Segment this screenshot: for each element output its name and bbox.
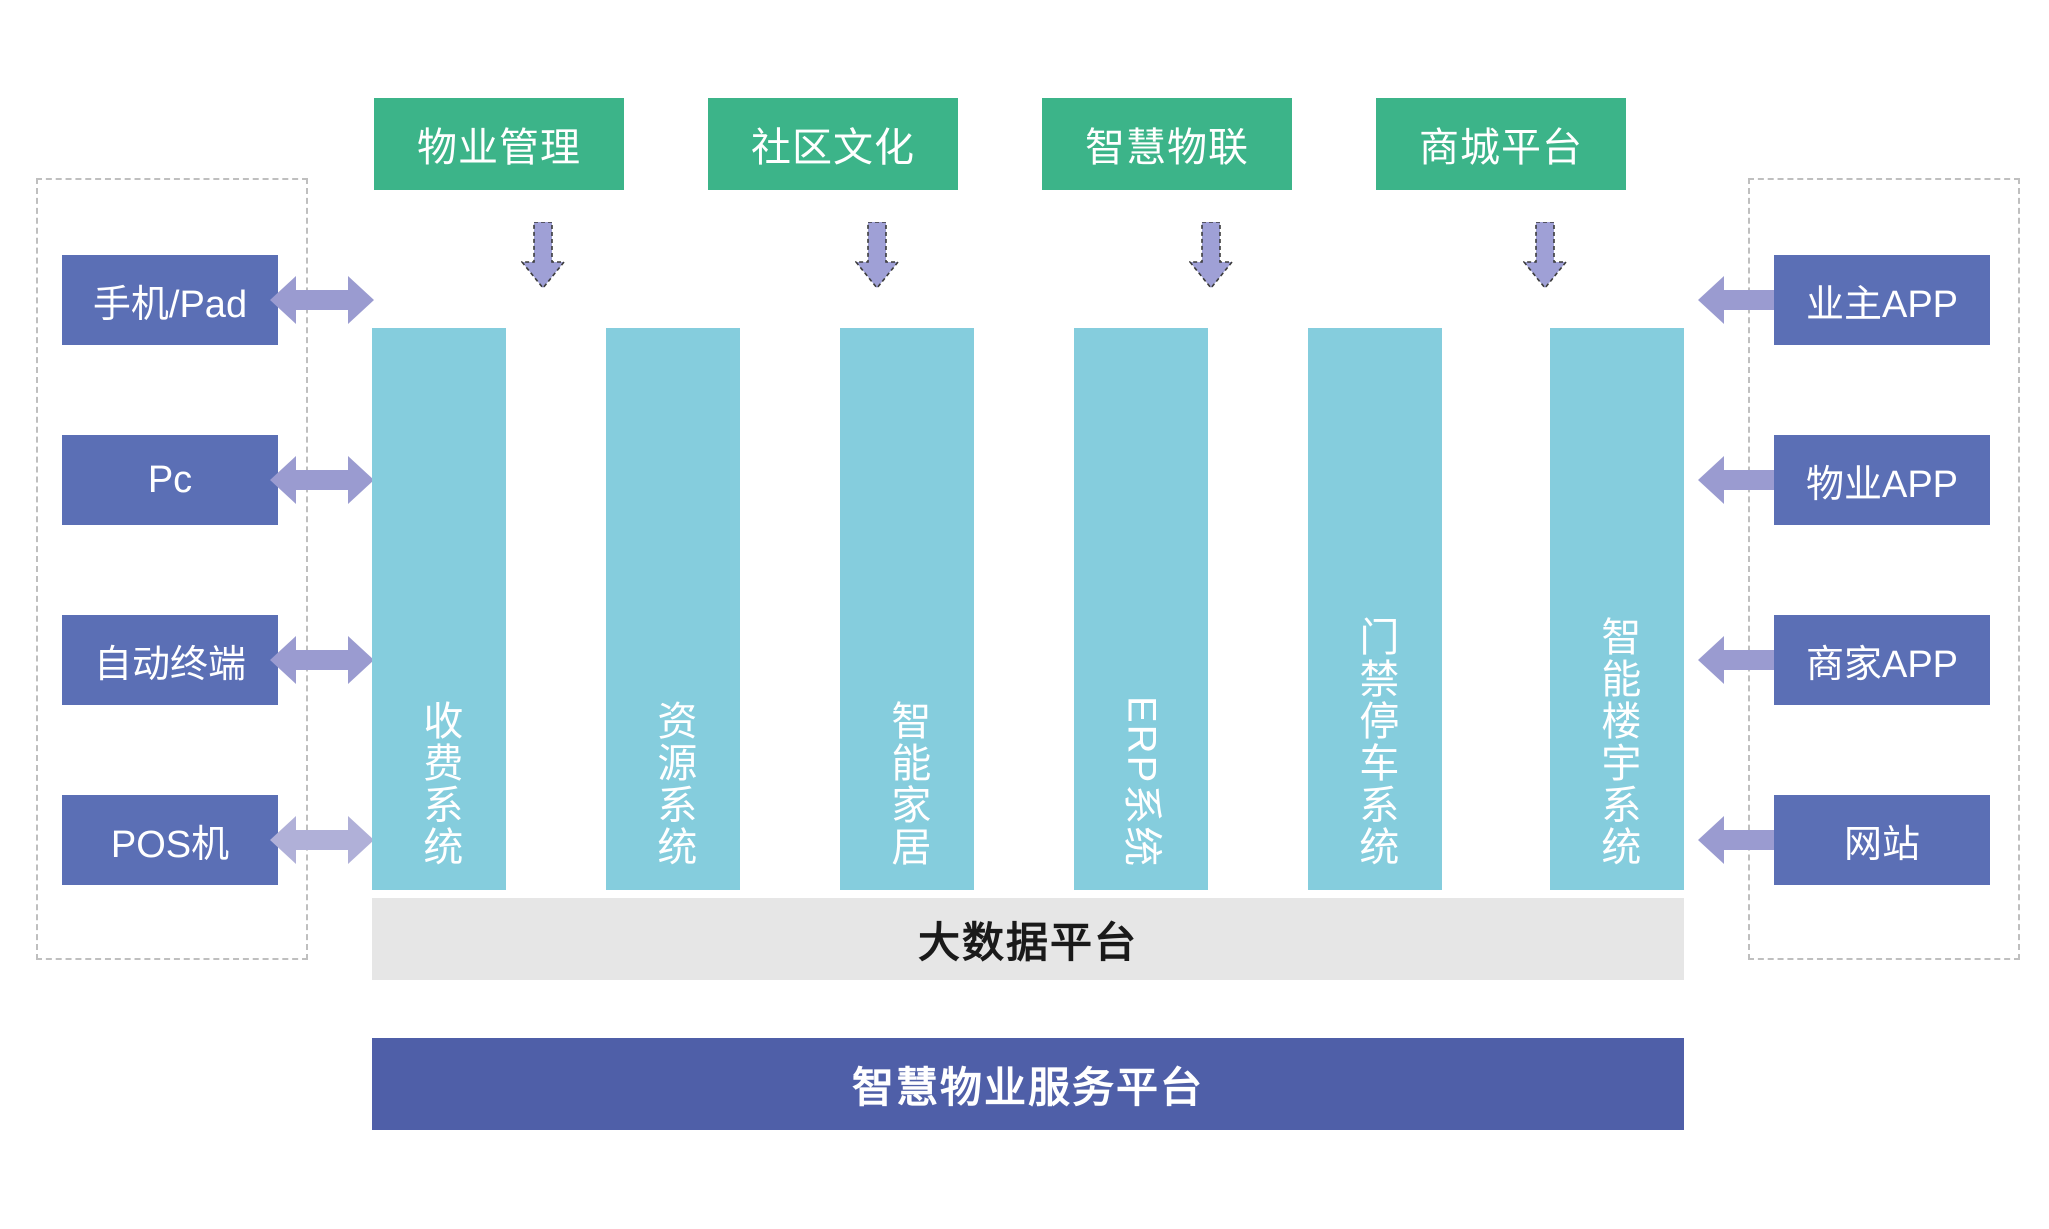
system-column-label: 智能家居 bbox=[885, 700, 930, 868]
arrow-down-icon-community-culture bbox=[855, 222, 899, 290]
smart-property-service-platform-bar[interactable]: 智慧物业服务平台 bbox=[372, 1038, 1684, 1130]
system-column-resource[interactable]: 资源系统 bbox=[606, 328, 740, 890]
arrow-bidirectional-icon-pc bbox=[270, 452, 374, 508]
system-column-erp[interactable]: ERP系统 bbox=[1074, 328, 1208, 890]
system-column-label: 收费系统 bbox=[417, 700, 462, 868]
system-column-label: 资源系统 bbox=[651, 700, 696, 868]
channel-box-mall-platform[interactable]: 商城平台 bbox=[1376, 98, 1626, 190]
arrow-down-icon-mall-platform bbox=[1523, 222, 1567, 290]
device-box-pos[interactable]: POS机 bbox=[62, 795, 278, 885]
arrow-down-icon-property-management bbox=[521, 222, 565, 290]
arrow-down-icon-smart-iot bbox=[1189, 222, 1233, 290]
app-box-owner-app[interactable]: 业主APP bbox=[1774, 255, 1990, 345]
device-box-pc[interactable]: Pc bbox=[62, 435, 278, 525]
right-app-group-panel bbox=[1748, 178, 2020, 960]
channel-box-community-culture[interactable]: 社区文化 bbox=[708, 98, 958, 190]
system-column-smart-home[interactable]: 智能家居 bbox=[840, 328, 974, 890]
arrow-bidirectional-icon-self-service-terminal bbox=[270, 632, 374, 688]
app-box-merchant-app[interactable]: 商家APP bbox=[1774, 615, 1990, 705]
arrow-bidirectional-icon-phone-pad bbox=[270, 272, 374, 328]
system-column-smart-building[interactable]: 智能楼宇系统 bbox=[1550, 328, 1684, 890]
system-column-billing[interactable]: 收费系统 bbox=[372, 328, 506, 890]
system-column-label: 门禁停车系统 bbox=[1353, 616, 1398, 868]
app-box-website[interactable]: 网站 bbox=[1774, 795, 1990, 885]
device-box-self-service-terminal[interactable]: 自动终端 bbox=[62, 615, 278, 705]
device-box-phone-pad[interactable]: 手机/Pad bbox=[62, 255, 278, 345]
bigdata-platform-bar[interactable]: 大数据平台 bbox=[372, 898, 1684, 980]
arrow-bidirectional-icon-pos bbox=[270, 812, 374, 868]
app-box-property-app[interactable]: 物业APP bbox=[1774, 435, 1990, 525]
system-column-access-parking[interactable]: 门禁停车系统 bbox=[1308, 328, 1442, 890]
channel-box-smart-iot[interactable]: 智慧物联 bbox=[1042, 98, 1292, 190]
channel-box-property-management[interactable]: 物业管理 bbox=[374, 98, 624, 190]
system-column-label: ERP系统 bbox=[1119, 695, 1164, 868]
left-device-group-panel bbox=[36, 178, 308, 960]
system-column-label: 智能楼宇系统 bbox=[1595, 616, 1640, 868]
